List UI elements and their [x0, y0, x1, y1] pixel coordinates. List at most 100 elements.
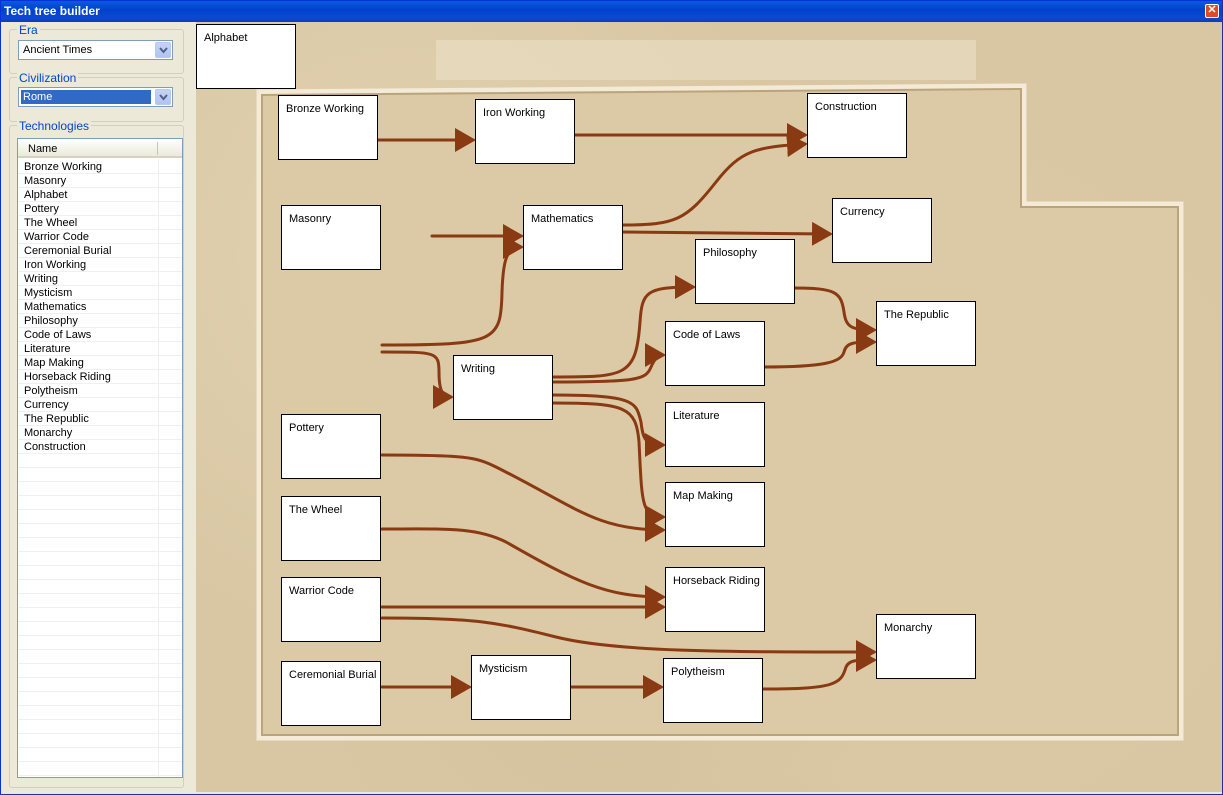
list-item[interactable]: Construction	[18, 440, 182, 454]
dependency-link	[550, 275, 696, 379]
era-label: Era	[17, 23, 40, 37]
technologies-group	[9, 125, 184, 788]
column-separator[interactable]	[157, 142, 158, 155]
list-item[interactable]: Mysticism	[18, 286, 182, 300]
list-item[interactable]: Masonry	[18, 174, 182, 188]
list-item[interactable]: Bronze Working	[18, 160, 182, 174]
list-header[interactable]: Name	[18, 139, 182, 158]
empty-row	[18, 468, 182, 482]
tech-node-mathematics[interactable]: Mathematics	[523, 205, 623, 270]
tech-node-warrior-code[interactable]: Warrior Code	[281, 577, 381, 642]
tech-node-currency[interactable]: Currency	[832, 198, 932, 263]
empty-row	[18, 678, 182, 692]
tech-node-monarchy[interactable]: Monarchy	[876, 614, 976, 679]
dependency-link	[380, 235, 524, 347]
list-item[interactable]: Alphabet	[18, 188, 182, 202]
list-item[interactable]: Currency	[18, 398, 182, 412]
tech-node-bronze-working[interactable]: Bronze Working	[278, 95, 378, 160]
column-header-name[interactable]: Name	[28, 143, 58, 155]
window-title: Tech tree builder	[4, 4, 100, 18]
empty-row	[18, 664, 182, 678]
empty-row	[18, 552, 182, 566]
list-item[interactable]: Pottery	[18, 202, 182, 216]
empty-row	[18, 454, 182, 468]
dependency-link	[791, 286, 877, 342]
empty-row	[18, 650, 182, 664]
empty-row	[18, 622, 182, 636]
list-item[interactable]: Ceremonial Burial	[18, 244, 182, 258]
list-item[interactable]: Philosophy	[18, 314, 182, 328]
civilization-value: Rome	[23, 91, 53, 103]
selection-highlight	[21, 90, 151, 104]
list-item[interactable]: Iron Working	[18, 258, 182, 272]
empty-row	[18, 482, 182, 496]
tech-node-philosophy[interactable]: Philosophy	[695, 239, 795, 304]
civilization-label: Civilization	[17, 71, 79, 85]
era-group	[9, 29, 184, 74]
list-item[interactable]: Horseback Riding	[18, 370, 182, 384]
list-item[interactable]: Code of Laws	[18, 328, 182, 342]
list-item[interactable]: Writing	[18, 272, 182, 286]
top-banner	[436, 40, 976, 80]
empty-row	[18, 594, 182, 608]
dependency-link	[621, 221, 833, 246]
tech-tree-canvas[interactable]: Alphabet Bronze Working Iron Working Con…	[196, 22, 1222, 792]
tech-node-pottery[interactable]: Pottery	[281, 414, 381, 479]
dependency-link	[761, 648, 877, 691]
list-item[interactable]: Polytheism	[18, 384, 182, 398]
title-bar[interactable]: Tech tree builder ✕	[1, 1, 1222, 22]
empty-row	[18, 538, 182, 552]
empty-row	[18, 776, 182, 777]
tech-node-masonry[interactable]: Masonry	[281, 205, 381, 270]
empty-row	[18, 762, 182, 776]
tech-node-literature[interactable]: Literature	[665, 402, 765, 467]
empty-row	[18, 706, 182, 720]
dependency-link	[550, 401, 666, 529]
empty-row	[18, 720, 182, 734]
tech-node-map-making[interactable]: Map Making	[665, 482, 765, 547]
list-item[interactable]: The Republic	[18, 412, 182, 426]
civilization-group	[9, 77, 184, 122]
tech-node-alphabet[interactable]: Alphabet	[196, 24, 296, 89]
tech-node-writing[interactable]: Writing	[453, 355, 553, 420]
column-gridline	[158, 159, 159, 777]
era-value: Ancient Times	[23, 44, 93, 56]
chevron-down-icon[interactable]	[155, 42, 171, 58]
tech-node-code-of-laws[interactable]: Code of Laws	[665, 321, 765, 386]
tech-node-the-wheel[interactable]: The Wheel	[281, 496, 381, 561]
left-panel: Era Ancient Times Civilization Rome Tech…	[1, 22, 194, 794]
chevron-down-icon[interactable]	[155, 89, 171, 105]
tech-node-horseback-riding[interactable]: Horseback Riding	[665, 567, 765, 632]
dependency-link	[380, 527, 666, 609]
dependency-link	[380, 453, 666, 542]
list-item[interactable]: The Wheel	[18, 216, 182, 230]
empty-row	[18, 692, 182, 706]
empty-row	[18, 524, 182, 538]
civilization-dropdown[interactable]: Rome	[18, 87, 173, 107]
dependency-link	[550, 393, 666, 457]
tech-node-ceremonial-burial[interactable]: Ceremonial Burial	[281, 661, 381, 726]
tech-node-mysticism[interactable]: Mysticism	[471, 655, 571, 720]
tech-node-polytheism[interactable]: Polytheism	[663, 658, 763, 723]
dependency-link	[550, 343, 666, 384]
list-item[interactable]: Warrior Code	[18, 230, 182, 244]
tech-node-the-republic[interactable]: The Republic	[876, 301, 976, 366]
empty-row	[18, 580, 182, 594]
list-item[interactable]: Monarchy	[18, 426, 182, 440]
tech-node-construction[interactable]: Construction	[807, 93, 907, 158]
empty-row	[18, 566, 182, 580]
list-item[interactable]: Literature	[18, 342, 182, 356]
tech-node-iron-working[interactable]: Iron Working	[475, 99, 575, 164]
empty-row	[18, 496, 182, 510]
close-button[interactable]: ✕	[1205, 4, 1219, 18]
list-item[interactable]: Mathematics	[18, 300, 182, 314]
list-item[interactable]: Map Making	[18, 356, 182, 370]
empty-row	[18, 608, 182, 622]
dependency-link	[380, 350, 454, 409]
era-dropdown[interactable]: Ancient Times	[18, 40, 173, 60]
dependency-link	[761, 330, 877, 369]
dependency-link	[380, 616, 877, 664]
